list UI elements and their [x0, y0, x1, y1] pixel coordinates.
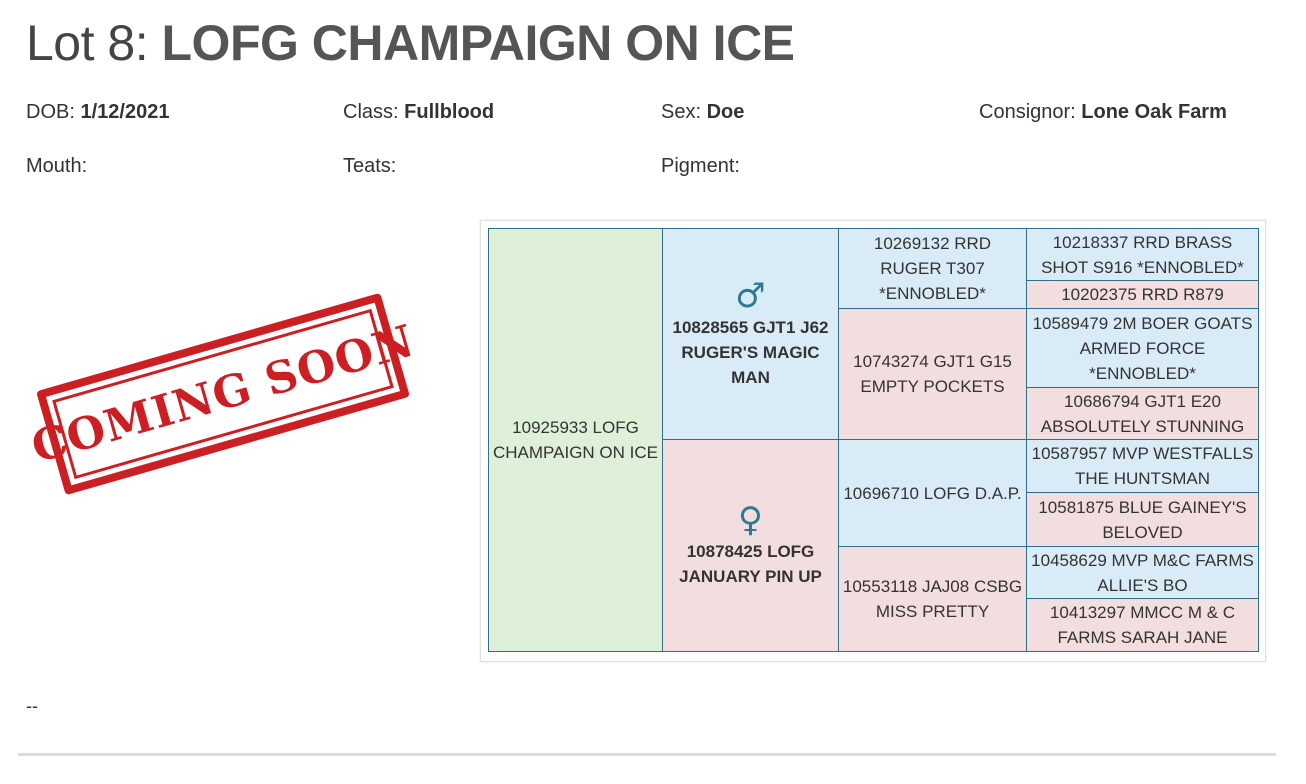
stamp-text: COMING SOON [25, 314, 421, 474]
sex-field: Sex: Doe [661, 99, 744, 125]
ggp-3-name: 10589479 2M BOER GOATS ARMED FORCE *ENNO… [1032, 313, 1253, 383]
sex-value: Doe [706, 101, 745, 123]
pedigree-dam: ♀ 10878425 LOFG JANUARY PIN UP [662, 439, 839, 652]
ggp-6-name: 10581875 BLUE GAINEY'S BELOVED [1038, 497, 1247, 542]
pedigree-ggp-7: 10458629 MVP M&C FARMS ALLIE'S BO [1026, 546, 1259, 599]
ggp-5-name: 10587957 MVP WESTFALLS THE HUNTSMAN [1031, 444, 1254, 488]
sire-sire-name: 10269132 RRD RUGER T307 *ENNOBLED* [873, 234, 992, 303]
dam-sire-name: 10696710 LOFG D.A.P. [843, 483, 1022, 503]
pedigree-sire-dam: 10743274 GJT1 G15 EMPTY POCKETS [838, 308, 1027, 440]
pedigree-chart: 10925933 LOFG CHAMPAIGN ON ICE ♂ 1082856… [480, 220, 1266, 662]
subject-name: 10925933 LOFG CHAMPAIGN ON ICE [493, 418, 658, 462]
pedigree-dam-sire: 10696710 LOFG D.A.P. [838, 439, 1027, 547]
class-label: Class: [343, 101, 399, 123]
pedigree-ggp-2: 10202375 RRD R879 [1026, 280, 1259, 309]
pedigree-ggp-8: 10413297 MMCC M & C FARMS SARAH JANE [1026, 598, 1259, 652]
pigment-field: Pigment: [661, 153, 740, 179]
consignor-value: Lone Oak Farm [1081, 101, 1227, 123]
pedigree-sire-sire: 10269132 RRD RUGER T307 *ENNOBLED* [838, 228, 1027, 309]
consignor-label: Consignor: [979, 101, 1076, 123]
ggp-7-name: 10458629 MVP M&C FARMS ALLIE'S BO [1031, 550, 1254, 595]
class-field: Class: Fullblood [343, 99, 494, 125]
pedigree-sire: ♂ 10828565 GJT1 J62 RUGER'S MAGIC MAN [662, 228, 839, 440]
dob-field: DOB: 1/12/2021 [26, 99, 169, 125]
pigment-label: Pigment: [661, 155, 740, 177]
notes-text: -- [26, 696, 38, 716]
class-value: Fullblood [404, 101, 495, 123]
female-icon: ♀ [738, 499, 763, 540]
male-icon: ♂ [735, 275, 766, 316]
sex-label: Sex: [661, 101, 702, 123]
dob-label: DOB: [26, 101, 75, 123]
animal-name: LOFG CHAMPAIGN ON ICE [161, 15, 796, 71]
pedigree-ggp-1: 10218337 RRD BRASS SHOT S916 *ENNOBLED* [1026, 228, 1259, 281]
pedigree-ggp-5: 10587957 MVP WESTFALLS THE HUNTSMAN [1026, 439, 1259, 493]
mouth-label: Mouth: [26, 155, 88, 177]
teats-field: Teats: [343, 153, 396, 179]
dam-name: 10878425 LOFG JANUARY PIN UP [679, 541, 822, 586]
pedigree-ggp-6: 10581875 BLUE GAINEY'S BELOVED [1026, 492, 1259, 547]
sire-name: 10828565 GJT1 J62 RUGER'S MAGIC MAN [672, 317, 829, 387]
ggp-1-name: 10218337 RRD BRASS SHOT S916 *ENNOBLED* [1041, 232, 1244, 277]
dob-value: 1/12/2021 [80, 101, 170, 123]
lot-title: Lot 8: LOFG CHAMPAIGN ON ICE [26, 14, 795, 72]
pedigree-subject: 10925933 LOFG CHAMPAIGN ON ICE [488, 228, 663, 652]
consignor-field: Consignor: Lone Oak Farm [979, 99, 1227, 125]
sire-dam-name: 10743274 GJT1 G15 EMPTY POCKETS [853, 352, 1012, 396]
teats-label: Teats: [343, 155, 397, 177]
pedigree-dam-dam: 10553118 JAJ08 CSBG MISS PRETTY [838, 546, 1027, 652]
ggp-2-name: 10202375 RRD R879 [1061, 285, 1224, 304]
coming-soon-stamp: COMING SOON [26, 292, 420, 496]
pedigree-ggp-4: 10686794 GJT1 E20 ABSOLUTELY STUNNING [1026, 387, 1259, 440]
divider [18, 753, 1276, 756]
mouth-field: Mouth: [26, 153, 87, 179]
ggp-4-name: 10686794 GJT1 E20 ABSOLUTELY STUNNING [1040, 391, 1245, 436]
lot-number: Lot 8: [26, 15, 149, 71]
ggp-8-name: 10413297 MMCC M & C FARMS SARAH JANE [1049, 603, 1236, 647]
dam-dam-name: 10553118 JAJ08 CSBG MISS PRETTY [842, 577, 1023, 621]
pedigree-ggp-3: 10589479 2M BOER GOATS ARMED FORCE *ENNO… [1026, 308, 1259, 388]
